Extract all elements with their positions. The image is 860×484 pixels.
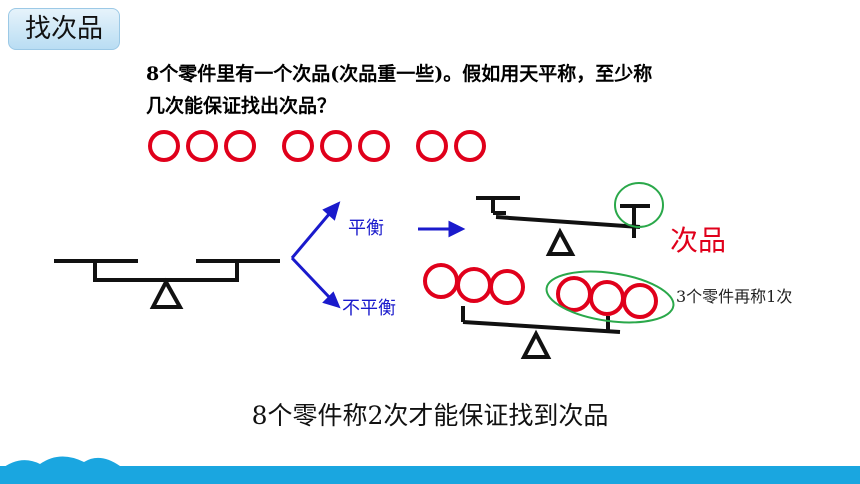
part-circle [456, 267, 492, 303]
unbalanced-label: 不平衡 [342, 298, 396, 319]
part-circle [589, 280, 625, 316]
problem-line-1: 8个零件里有一个次品(次品重一些)。假如用天平称，至少称 [146, 63, 653, 85]
unbalanced-parts-left [423, 263, 525, 305]
problem-text: 8个零件里有一个次品(次品重一些)。假如用天平称，至少称 几次能保证找出次品？ [146, 58, 806, 122]
part-circle [282, 130, 314, 162]
balance-scale-balanced [476, 196, 650, 256]
balanced-label: 平衡 [348, 218, 384, 239]
part-circle [489, 269, 525, 305]
part-circle [358, 130, 390, 162]
conclusion-text: 8个零件称2次才能保证找到次品 [251, 401, 609, 430]
parts-row [148, 130, 486, 162]
part-circle [224, 130, 256, 162]
defective-label: 次品 [670, 224, 727, 257]
defective-highlight [614, 182, 664, 228]
arrow-head-icon [322, 201, 341, 221]
part-circle [622, 283, 658, 319]
part-circle [148, 130, 180, 162]
part-circle [416, 130, 448, 162]
unbalanced-parts-right [556, 276, 658, 319]
part-circle [320, 130, 352, 162]
arrow-head-icon [322, 291, 341, 309]
problem-line-2: 几次能保证找出次品？ [146, 95, 337, 117]
reweigh-note: 3个零件再称1次 [676, 287, 793, 306]
branch-arrows [290, 201, 466, 309]
balance-scale-unbalanced [461, 306, 621, 359]
balance-scale-level [54, 259, 280, 309]
part-circle [186, 130, 218, 162]
heavier-group-highlight [545, 270, 675, 324]
part-circle [423, 263, 459, 299]
arrow-head-icon [448, 220, 466, 238]
footer-bar [0, 466, 860, 484]
part-circle [556, 276, 592, 312]
page-title: 找次品 [8, 8, 120, 50]
part-circle [454, 130, 486, 162]
